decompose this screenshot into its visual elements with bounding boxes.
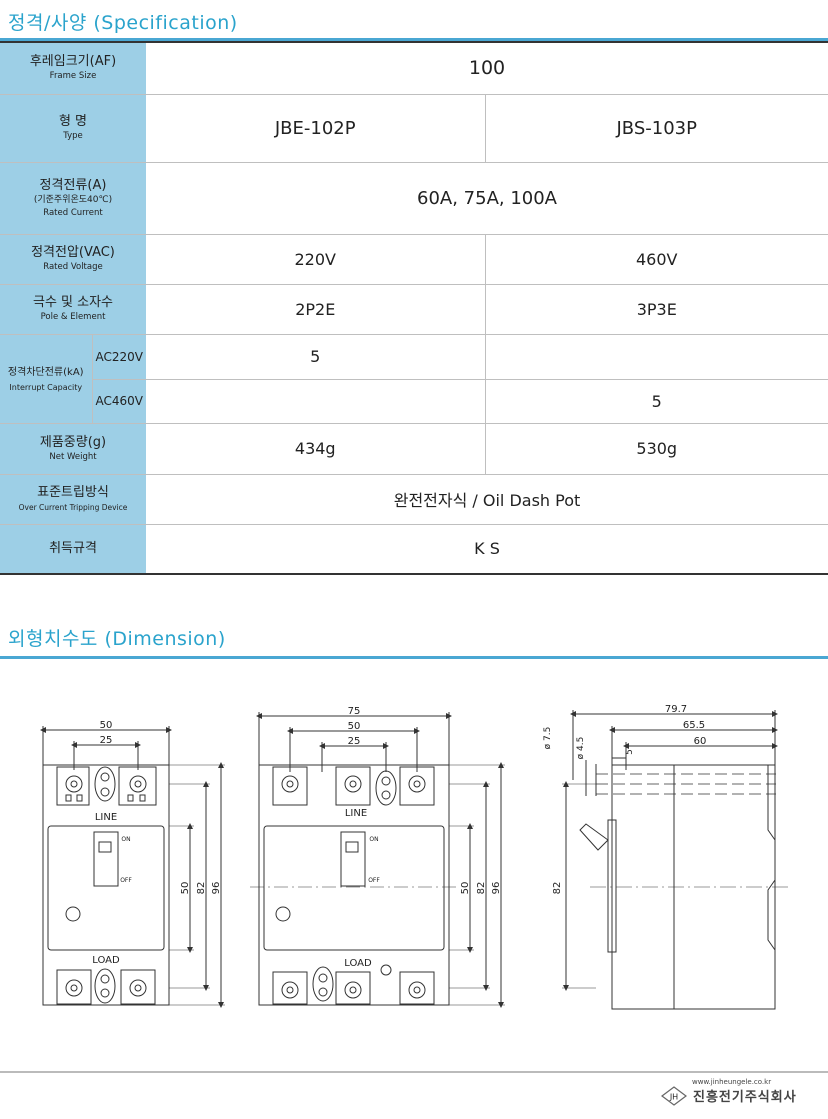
side-v82: 82 (552, 882, 563, 895)
mid-on-label: ON (369, 836, 378, 843)
ac220-label: AC220V (91, 334, 146, 380)
left-on-label: ON (121, 836, 130, 843)
company-logo: JH (661, 1086, 687, 1106)
mid-v96: 96 (491, 882, 502, 895)
ac220-value-1: 5 (146, 334, 485, 380)
frame-size-label: 후레임크기(AF) (29, 54, 117, 70)
rated-voltage-label-en: Rated Voltage (43, 262, 103, 272)
row-pole-element: 극수 및 소자수 Pole & Element 2P2E 3P3E (0, 284, 828, 335)
row-rated-current: 정격전류(A)(기준주위온도40℃) Rated Current 60A, 75A… (0, 162, 828, 235)
middle-breaker-drawing (250, 712, 505, 1008)
row-certification: 취득규격 K S (0, 524, 828, 575)
spec-section-rule (0, 38, 828, 41)
rated-voltage-value-1: 220V (146, 234, 485, 285)
net-weight-value-1: 434g (146, 423, 485, 475)
mid-dim-75: 75 (348, 706, 361, 717)
mid-dim-50: 50 (348, 721, 361, 732)
footer-company-name: 진흥전기주식회사 (693, 1090, 797, 1105)
net-weight-value-2: 530g (484, 423, 828, 475)
type-value-1: JBE-102P (146, 94, 485, 163)
pole-element-label-en: Pole & Element (40, 312, 106, 322)
dimension-drawings: 50 25 LINE LOAD ON OFF 50 82 96 75 50 25… (40, 704, 790, 1010)
left-v82: 82 (196, 882, 207, 895)
row-interrupt-ac220: 정격차단전류(kA) Interrupt Capacity AC220V 5 (0, 334, 828, 424)
type-label: 형 명 (58, 114, 88, 129)
left-dim-50: 50 (100, 720, 113, 731)
footer-url[interactable]: www.jinheungele.co.kr (692, 1078, 772, 1086)
side-dim-60: 60 (694, 736, 707, 747)
rated-current-value: 60A, 75A, 100A (146, 162, 828, 235)
interrupt-label-en: Interrupt Capacity (9, 382, 83, 392)
left-line-label: LINE (95, 812, 117, 823)
spec-table: 후레임크기(AF)Frame Size 100 형 명 Type JBE-102P… (0, 41, 828, 575)
rated-voltage-label: 정격전압(VAC) (31, 245, 115, 260)
left-v50: 50 (180, 882, 191, 895)
left-v96: 96 (211, 882, 222, 895)
dim-section-title: 외형치수도 (Dimension) (8, 628, 226, 650)
row-frame-size: 후레임크기(AF)Frame Size 100 (0, 42, 828, 95)
left-load-label: LOAD (92, 955, 120, 966)
tripping-value: 완전전자식 / Oil Dash Pot (146, 474, 828, 525)
side-view-drawing (562, 710, 790, 1010)
pole-element-value-1: 2P2E (146, 284, 485, 335)
certification-label: 취득규격 (49, 541, 97, 557)
rated-current-label: 정격전류(A) (39, 177, 107, 193)
mid-load-label: LOAD (344, 958, 372, 969)
side-phi-45: ø 4.5 (576, 737, 586, 760)
row-rated-voltage: 정격전압(VAC) Rated Voltage 220V 460V (0, 234, 828, 285)
side-dim-5: 5 (625, 749, 635, 755)
pole-element-value-2: 3P3E (484, 284, 828, 335)
rated-current-label-2: (기준주위온도40℃) (33, 194, 113, 205)
tripping-label-en: Over Current Tripping Device (18, 503, 128, 512)
mid-v50: 50 (460, 882, 471, 895)
left-off-label: OFF (120, 877, 132, 884)
footer-rule (0, 1071, 828, 1073)
row-tripping: 표준트립방식 Over Current Tripping Device 완전전자식… (0, 474, 828, 525)
ac460-label: AC460V (91, 379, 146, 424)
mid-dim-25: 25 (348, 736, 361, 747)
ac220-value-2 (484, 334, 828, 380)
interrupt-label: 정격차단전류(kA) (7, 366, 84, 378)
spec-section-title: 정격/사양 (Specification) (8, 12, 238, 34)
certification-value: K S (146, 524, 828, 575)
row-type: 형 명 Type JBE-102P JBS-103P (0, 94, 828, 163)
mid-v82: 82 (476, 882, 487, 895)
type-value-2: JBS-103P (484, 94, 828, 163)
row-interrupt-ac460: AC460V 5 (0, 379, 828, 424)
left-breaker-drawing (40, 726, 225, 1008)
mid-off-label: OFF (368, 877, 380, 884)
tripping-label: 표준트립방식 (37, 485, 109, 500)
ac460-value-1 (146, 379, 485, 424)
pole-element-label: 극수 및 소자수 (32, 295, 114, 310)
row-net-weight: 제품중량(g)Net Weight 434g 530g (0, 423, 828, 475)
side-dim-655: 65.5 (683, 720, 705, 731)
left-dim-25: 25 (100, 735, 113, 746)
mid-line-label: LINE (345, 808, 367, 819)
dim-section-rule (0, 656, 828, 659)
ac460-value-2: 5 (484, 379, 828, 424)
frame-size-label-en: Frame Size (49, 71, 97, 82)
net-weight-label: 제품중량(g) (39, 434, 107, 450)
net-weight-label-en: Net Weight (49, 451, 97, 462)
side-phi-75: ø 7.5 (543, 727, 553, 750)
rated-voltage-value-2: 460V (484, 234, 828, 285)
frame-size-value: 100 (146, 42, 828, 95)
type-label-en: Type (63, 131, 83, 141)
rated-current-label-en: Rated Current (43, 207, 103, 218)
side-dim-797: 79.7 (665, 704, 687, 715)
company-logo-text: JH (669, 1093, 678, 1102)
